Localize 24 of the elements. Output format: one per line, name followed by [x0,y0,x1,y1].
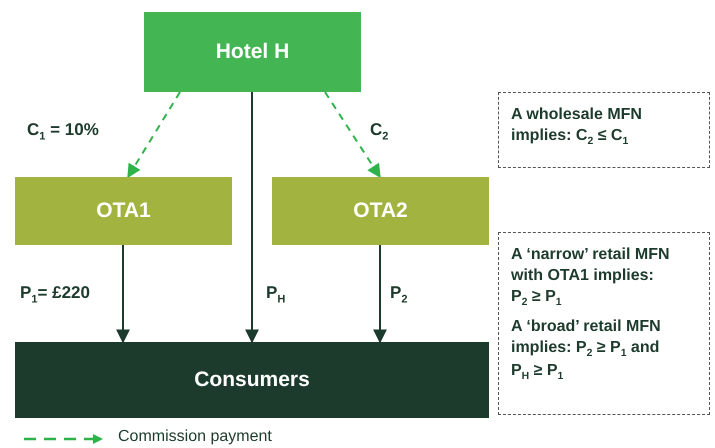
edge-label: P$_{H}$ [264,283,288,306]
arrow [373,245,387,344]
note-text: A ‘broad’ retail MFN implies: P$_{2}$ ≥ P$_{1}$ and P$_{H}$ ≥ P$_{1}$ [511,317,662,384]
process-box [15,342,489,418]
process-box [272,177,489,245]
node-label: OTA1 [96,199,151,223]
edge-label: P$_{2}$ [388,283,410,306]
arrow [245,92,259,344]
edge-label: C$_{1}$ = 10% [25,120,101,142]
note-text: A wholesale MFN implies: C$_{2}$ ≤ C$_{1}$ [511,105,643,148]
note-box [498,92,710,168]
node-label: Hotel H [216,40,290,64]
note-box [498,232,710,415]
edge-label: P$_{1}$= £220 [18,283,92,306]
edge-label: C$_{2}$ [368,120,390,142]
arrow [324,91,381,178]
process-box [15,177,232,245]
arrow [116,245,130,344]
node-label: Consumers [194,368,310,392]
legend-text: Commission payment [118,428,272,446]
process-box [144,12,361,92]
node-label: OTA2 [353,199,408,223]
arrow [127,91,181,178]
note-text: A ‘narrow’ retail MFN with OTA1 implies: P$_{2}$ ≥ P$_{1}$ [511,245,671,310]
